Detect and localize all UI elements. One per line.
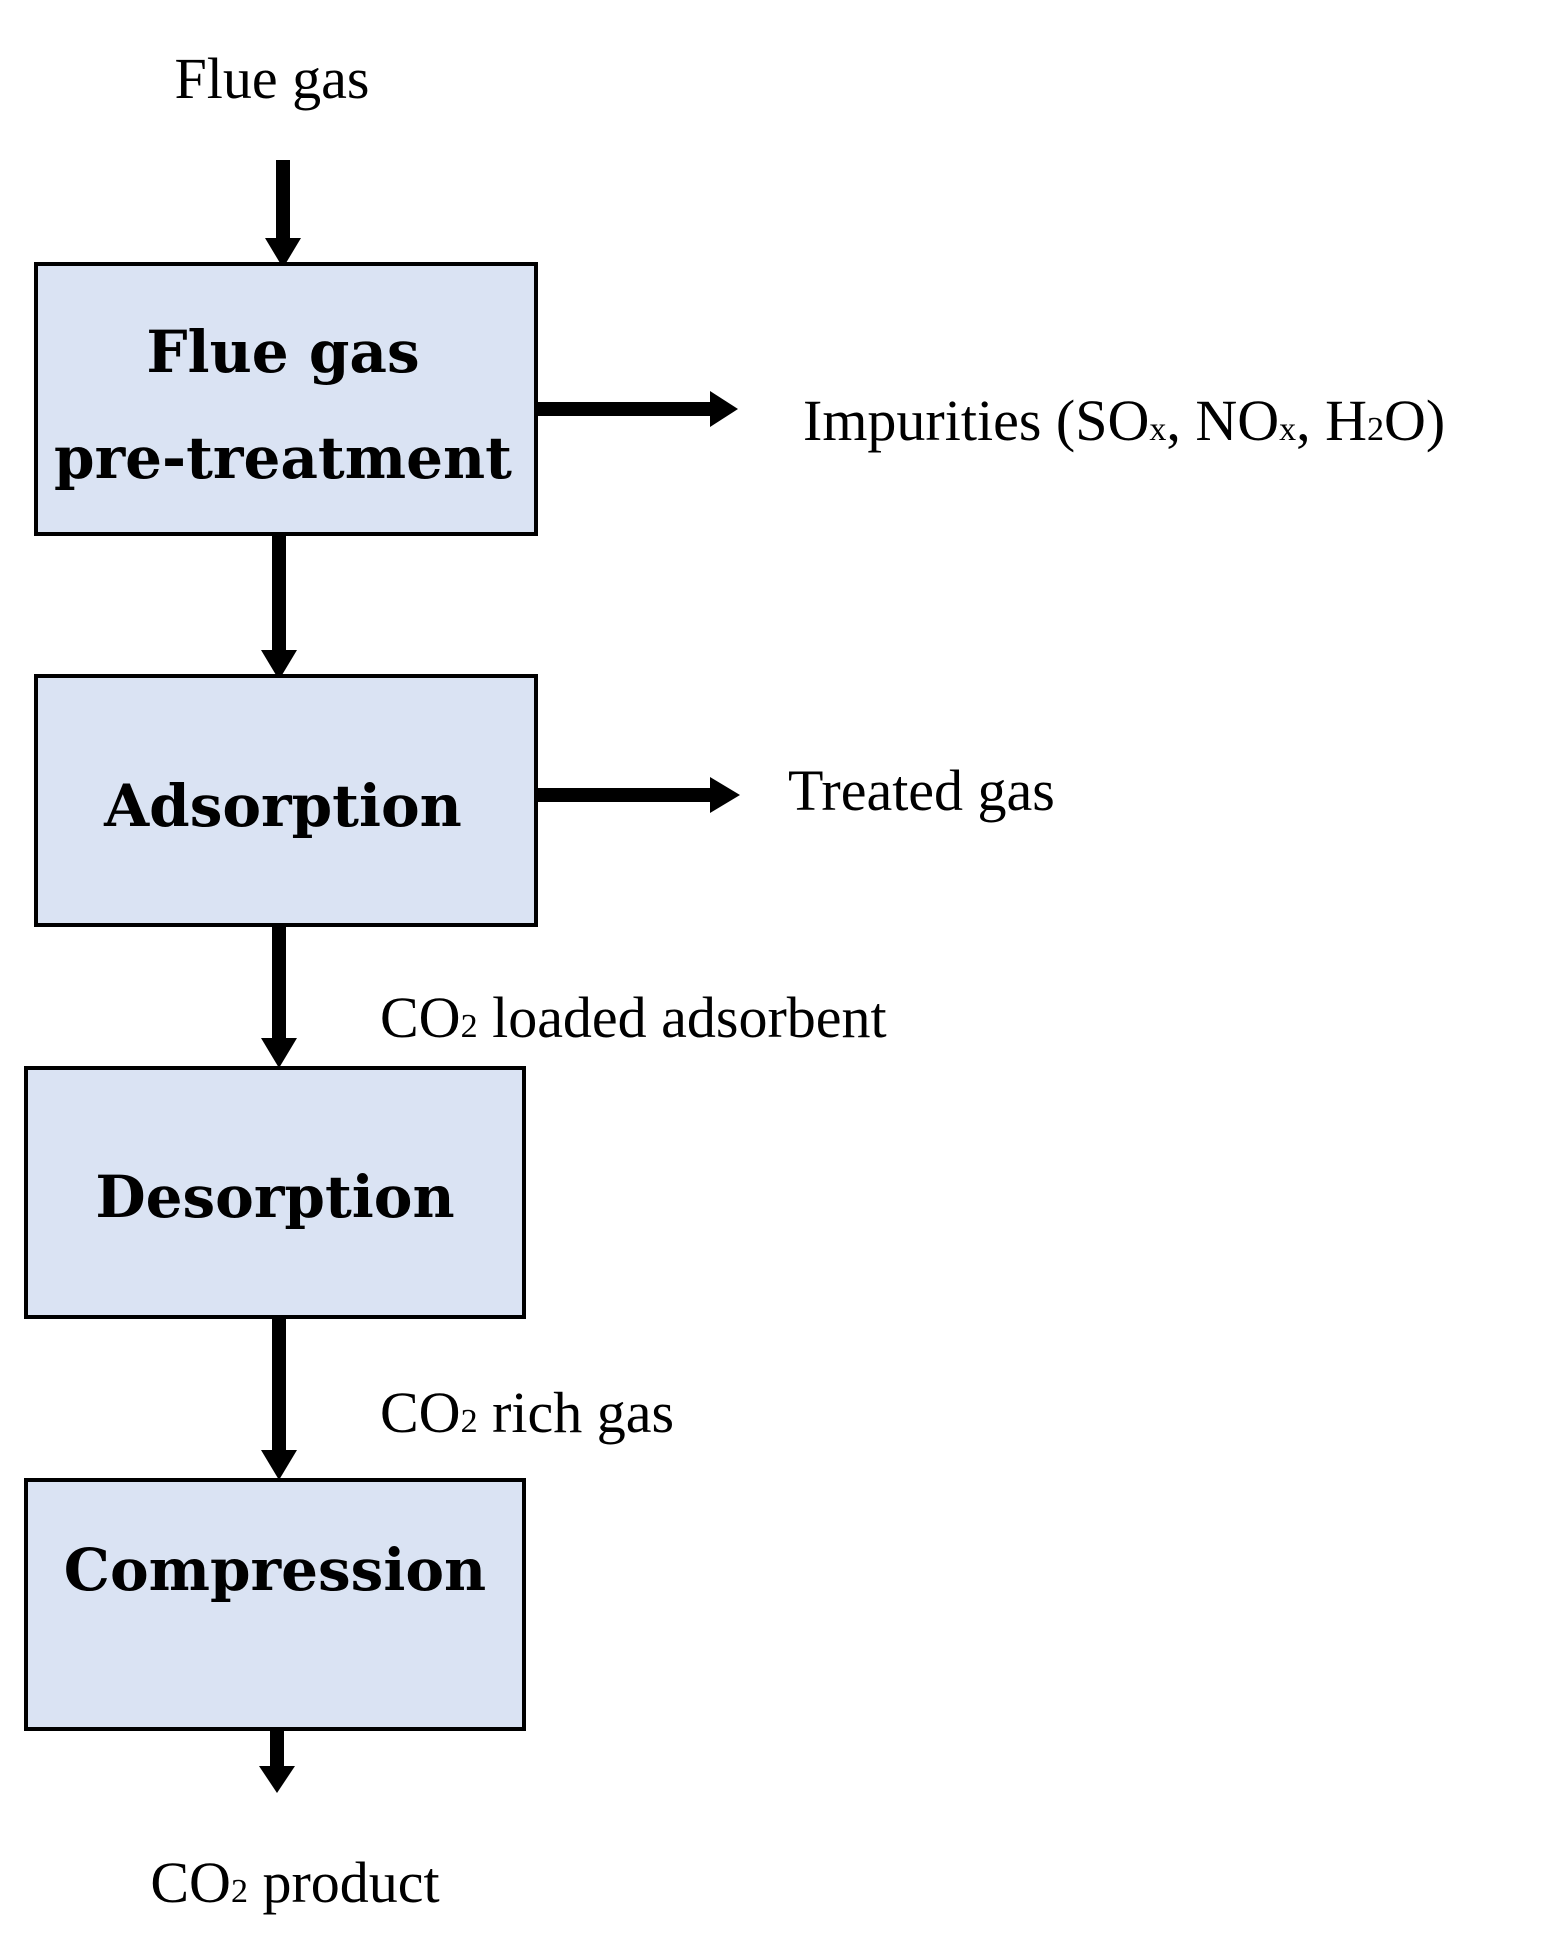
flue-gas-input-label: Flue gas xyxy=(175,46,370,111)
pretreatment-label-line2: pre-treatment xyxy=(54,424,512,492)
pretreatment-label-line1: Flue gas xyxy=(146,318,419,386)
arrow-adsorption-to-desorption xyxy=(261,925,297,1068)
compression-step: Compression xyxy=(24,1478,526,1731)
arrow-to-impurities xyxy=(536,391,738,427)
impurities-output-label: Impurities (SOx, NOx, H2O) xyxy=(803,388,1445,453)
arrow-pretreatment-to-adsorption xyxy=(261,534,297,680)
pretreatment-step: Flue gas pre-treatment xyxy=(34,262,538,536)
treated-gas-output-label: Treated gas xyxy=(788,758,1055,823)
arrow-to-treated-gas xyxy=(536,777,740,813)
arrow-compression-to-product xyxy=(259,1729,295,1793)
adsorption-label: Adsorption xyxy=(103,772,462,840)
rich-gas-label: CO2 rich gas xyxy=(380,1380,674,1445)
loaded-adsorbent-label: CO2 loaded adsorbent xyxy=(380,985,887,1050)
desorption-step: Desorption xyxy=(24,1066,526,1319)
co2-product-label: CO2 product xyxy=(150,1850,439,1915)
compression-label: Compression xyxy=(64,1536,486,1604)
arrow-desorption-to-compression xyxy=(261,1317,297,1480)
desorption-label: Desorption xyxy=(95,1163,454,1231)
arrow-input-to-pretreatment xyxy=(265,160,301,268)
adsorption-step: Adsorption xyxy=(34,674,538,927)
